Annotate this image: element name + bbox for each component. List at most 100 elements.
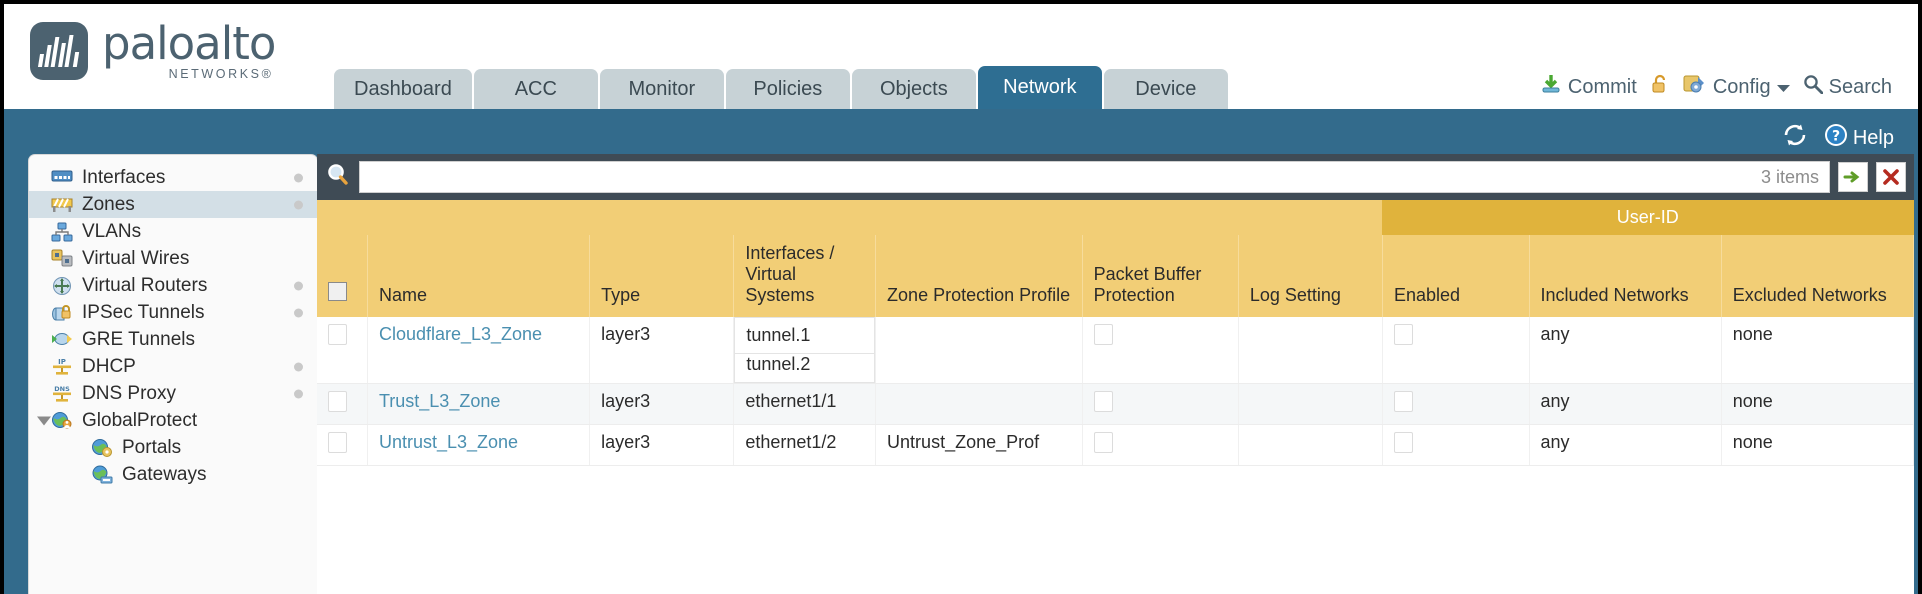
sidebar-item-dns-proxy[interactable]: DNS DNS Proxy (29, 380, 317, 407)
zone-link[interactable]: Untrust_L3_Zone (378, 432, 519, 452)
sidebar-label: Virtual Routers (82, 274, 208, 296)
sidebar-item-dhcp[interactable]: IP DHCP (29, 353, 317, 380)
packet-buffer-checkbox[interactable] (1093, 391, 1113, 412)
config-icon (1683, 73, 1707, 101)
apply-filter-button[interactable] (1838, 162, 1868, 192)
sidebar-item-ipsec-tunnels[interactable]: IPSec Tunnels (29, 299, 317, 326)
tab-acc[interactable]: ACC (473, 69, 598, 109)
select-all-header[interactable] (317, 235, 368, 317)
status-dot (294, 389, 303, 398)
packet-buffer-checkbox[interactable] (1093, 324, 1113, 345)
tab-network[interactable]: Network (977, 66, 1102, 109)
config-dropdown[interactable]: Config (1683, 73, 1790, 101)
sidebar-label: Interfaces (82, 166, 166, 188)
zone-link[interactable]: Trust_L3_Zone (378, 391, 501, 411)
sidebar-item-portals[interactable]: Portals (29, 434, 317, 461)
filter-search-icon[interactable] (325, 162, 351, 193)
cell-userid-enabled[interactable] (1382, 383, 1530, 425)
dhcp-icon: IP (51, 357, 73, 377)
interface-entry: tunnel.1 (734, 317, 876, 354)
zone-link[interactable]: Cloudflare_L3_Zone (378, 324, 543, 344)
tab-monitor[interactable]: Monitor (599, 69, 724, 109)
search-label: Search (1828, 75, 1892, 98)
group-header-spacer (317, 200, 1383, 235)
sidebar-item-zones[interactable]: Zones (29, 191, 317, 218)
select-all-checkbox[interactable] (328, 282, 347, 301)
cell-packet-buffer-protection[interactable] (1082, 317, 1239, 384)
svg-text:DNS: DNS (54, 385, 70, 393)
refresh-icon[interactable] (1782, 123, 1808, 153)
column-packet-buffer-protection[interactable]: Packet Buffer Protection (1082, 235, 1239, 317)
column-zone-protection-profile[interactable]: Zone Protection Profile (875, 235, 1083, 317)
cell-packet-buffer-protection[interactable] (1082, 383, 1239, 425)
paloalto-logo-icon (30, 21, 88, 80)
table-row[interactable]: Trust_L3_Zone layer3 ethernet1/1 any (317, 383, 1914, 425)
top-action-bar: Commit Config (1540, 73, 1892, 101)
gateways-icon (91, 465, 113, 485)
sidebar-label: GlobalProtect (82, 409, 198, 431)
sidebar-label: DNS Proxy (82, 382, 176, 404)
search-button[interactable]: Search (1803, 74, 1892, 100)
commit-button[interactable]: Commit (1540, 73, 1637, 101)
main-nav-tabs: Dashboard ACC Monitor Policies Objects N… (334, 66, 1228, 109)
cell-packet-buffer-protection[interactable] (1082, 424, 1239, 466)
tab-policies[interactable]: Policies (725, 69, 850, 109)
cell-excluded-networks: none (1721, 383, 1914, 425)
column-interfaces[interactable]: Interfaces / Virtual Systems (733, 235, 877, 317)
packet-buffer-checkbox[interactable] (1093, 432, 1113, 453)
cell-userid-enabled[interactable] (1382, 424, 1530, 466)
cell-type: layer3 (589, 424, 735, 466)
tab-dashboard[interactable]: Dashboard (334, 69, 472, 109)
tab-device[interactable]: Device (1103, 69, 1228, 109)
column-excluded-networks[interactable]: Excluded Networks (1721, 235, 1914, 317)
sidebar-item-virtual-wires[interactable]: Virtual Wires (29, 245, 317, 272)
table-row[interactable]: Cloudflare_L3_Zone layer3 tunnel.1 tunne… (317, 317, 1914, 384)
svg-text:?: ? (1832, 129, 1840, 145)
cell-userid-enabled[interactable] (1382, 317, 1530, 384)
brand-wordmark: paloalto NETWORKS® (102, 21, 276, 81)
virtual-wires-icon (51, 249, 73, 269)
virtual-routers-icon (51, 276, 73, 296)
userid-enabled-checkbox[interactable] (1393, 391, 1413, 412)
sidebar-item-virtual-routers[interactable]: Virtual Routers (29, 272, 317, 299)
row-select-cell[interactable] (317, 317, 368, 384)
sidebar-item-gre-tunnels[interactable]: GRE Tunnels (29, 326, 317, 353)
row-checkbox[interactable] (328, 391, 347, 412)
sidebar-item-interfaces[interactable]: Interfaces (29, 164, 317, 191)
brand-logo[interactable]: paloalto NETWORKS® (30, 21, 276, 81)
sidebar-item-vlans[interactable]: VLANs (29, 218, 317, 245)
status-dot (294, 308, 303, 317)
userid-enabled-checkbox[interactable] (1393, 324, 1413, 345)
column-userid-enabled[interactable]: Enabled (1382, 235, 1530, 317)
status-dot (294, 362, 303, 371)
sidebar-label: IPSec Tunnels (82, 301, 205, 323)
sidebar-label: Portals (122, 436, 182, 458)
table-row[interactable]: Untrust_L3_Zone layer3 ethernet1/2 Untru… (317, 424, 1914, 466)
sidebar-item-globalprotect[interactable]: GlobalProtect (29, 407, 317, 434)
cell-name[interactable]: Trust_L3_Zone (367, 383, 591, 425)
row-checkbox[interactable] (328, 324, 347, 345)
row-checkbox[interactable] (328, 432, 347, 453)
clear-filter-button[interactable] (1876, 162, 1906, 192)
cell-zone-protection-profile (875, 383, 1083, 425)
sidebar-item-gateways[interactable]: Gateways (29, 461, 317, 488)
portals-icon (91, 438, 113, 458)
userid-enabled-checkbox[interactable] (1393, 432, 1413, 453)
column-name[interactable]: Name (367, 235, 591, 317)
vlans-icon (51, 222, 73, 242)
cell-interfaces: ethernet1/1 (733, 383, 877, 425)
unlock-icon[interactable] (1650, 73, 1670, 101)
cell-name[interactable]: Cloudflare_L3_Zone (367, 317, 591, 384)
help-label: Help (1852, 126, 1894, 149)
column-included-networks[interactable]: Included Networks (1529, 235, 1722, 317)
row-select-cell[interactable] (317, 424, 368, 466)
row-select-cell[interactable] (317, 383, 368, 425)
column-log-setting[interactable]: Log Setting (1238, 235, 1383, 317)
column-type[interactable]: Type (589, 235, 735, 317)
tab-objects[interactable]: Objects (851, 69, 976, 109)
cell-name[interactable]: Untrust_L3_Zone (367, 424, 591, 466)
filter-input[interactable]: 3 items (359, 161, 1830, 193)
item-count-label: 3 items (1760, 166, 1819, 187)
help-button[interactable]: ? Help (1824, 123, 1894, 153)
expander-triangle-icon[interactable] (37, 416, 51, 425)
